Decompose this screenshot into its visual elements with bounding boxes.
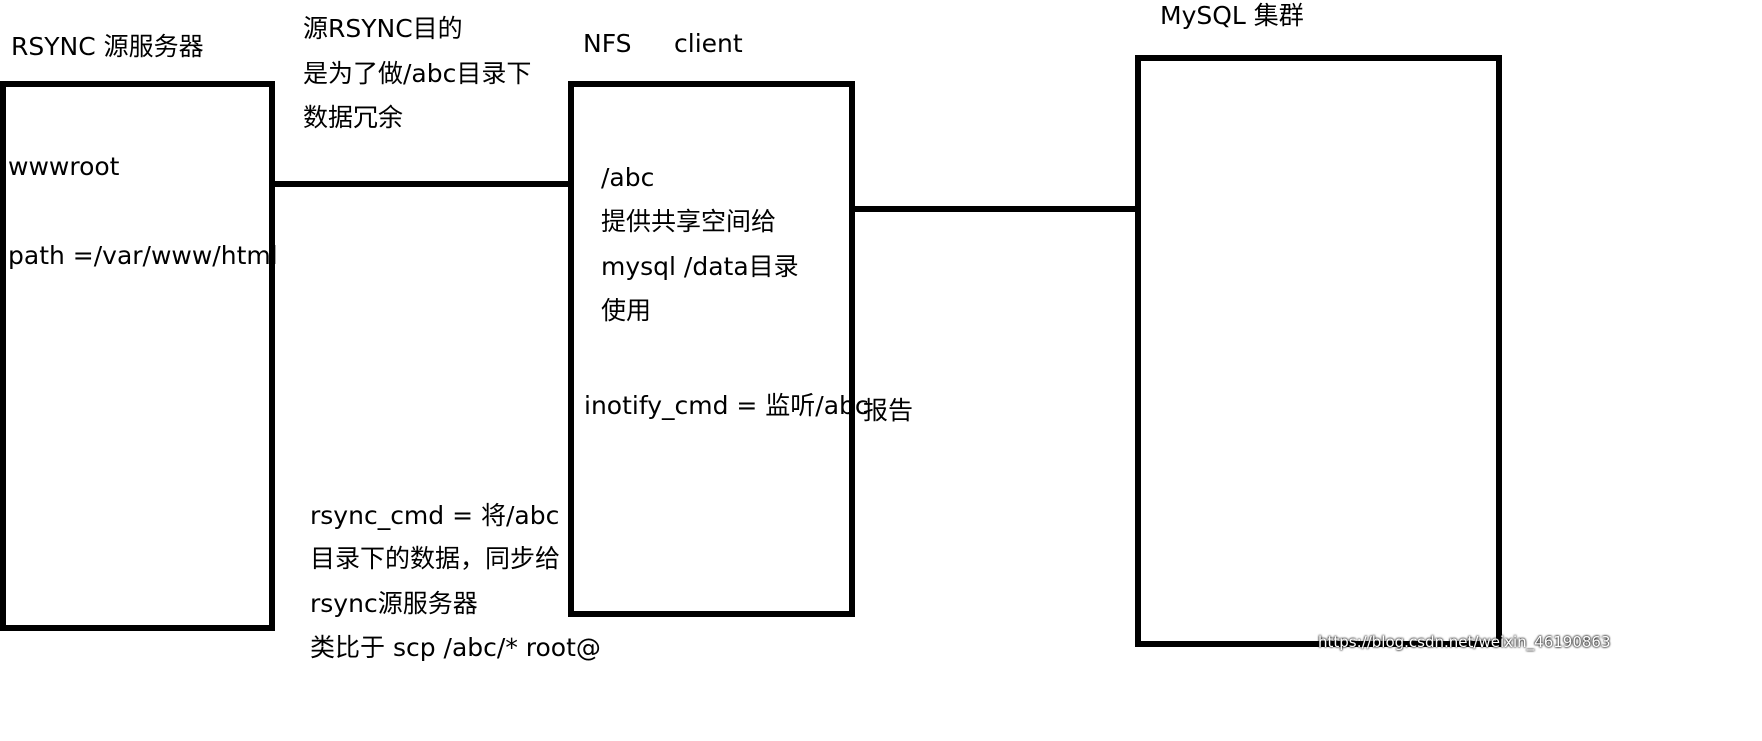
rsync-cmd-line-3: rsync源服务器 [310, 589, 478, 618]
rsync-cmd-line-1: rsync_cmd = 将/abc [310, 501, 560, 530]
connector-rsync-nfs [273, 181, 573, 187]
rsync-server-box [0, 81, 275, 631]
nfs-line-1: /abc [601, 163, 655, 192]
mysql-cluster-box [1135, 55, 1502, 647]
connector-nfs-mysql [853, 206, 1138, 212]
purpose-line-1: 源RSYNC目的 [303, 14, 463, 43]
nfs-client-box [568, 81, 855, 617]
rsync-cmd-line-2: 目录下的数据，同步给 [310, 544, 561, 573]
nfs-line-2: 提供共享空间给 [601, 207, 777, 236]
nfs-title: NFS [583, 29, 632, 58]
watermark: https://blog.csdn.net/weixin_46190863 [1318, 633, 1611, 651]
purpose-line-3: 数据冗余 [303, 103, 404, 132]
nfs-line-3: mysql /data目录 [601, 252, 799, 281]
report-label: 报告 [863, 396, 914, 425]
rsync-server-title: RSYNC 源服务器 [11, 32, 204, 61]
rsync-path-label: path =/var/www/html [8, 241, 278, 270]
mysql-title: MySQL 集群 [1160, 1, 1304, 30]
purpose-line-2: 是为了做/abc目录下 [303, 59, 532, 88]
nfs-inotify-label: inotify_cmd = 监听/abc [584, 391, 869, 420]
nfs-line-4: 使用 [601, 296, 652, 325]
rsync-cmd-line-4: 类比于 scp /abc/* root@ [310, 633, 601, 662]
nfs-client-label: client [674, 29, 743, 58]
rsync-module-label: wwwroot [8, 152, 120, 181]
